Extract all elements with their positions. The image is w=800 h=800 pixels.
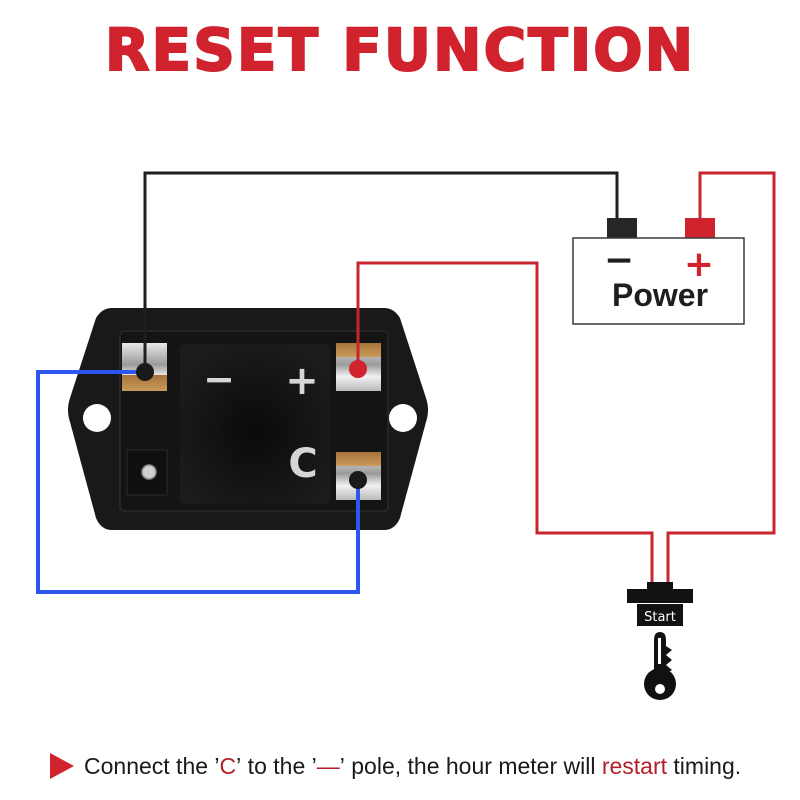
switch-start-label: Start [644, 610, 676, 625]
battery-box [572, 237, 745, 325]
caption-quote-close-1: ’ [236, 752, 242, 779]
wire-red-meter-to-switch [356, 261, 654, 590]
meter-display [180, 344, 330, 504]
caption-text-2: to the [241, 752, 312, 779]
battery-minus-label: − [604, 240, 634, 281]
caption-arrow-icon [50, 753, 74, 779]
battery-plus-label: + [684, 244, 714, 285]
wire-black-negative [143, 171, 619, 372]
key-icon [644, 632, 676, 700]
mount-hole-left [83, 404, 111, 432]
wire-blue-reset [36, 370, 360, 594]
battery-terminal-negative[interactable] [607, 218, 637, 238]
caption-text-4: timing. [667, 752, 742, 779]
caption-quote-open-1: ’ [214, 752, 220, 779]
switch-body [627, 589, 693, 603]
caption-dash-label: — [316, 752, 340, 779]
connection-dot-c [349, 471, 367, 489]
caption-text-1: Connect the [84, 752, 215, 779]
caption-quote-open-2: ’ [311, 752, 317, 779]
meter-plus-label: + [285, 358, 319, 404]
caption-quote-close-2: ’ [339, 752, 345, 779]
caption-c-label: C [219, 752, 237, 779]
wire-red-battery-to-switch [666, 171, 776, 590]
caption-restart-label: restart [601, 752, 668, 779]
caption-text-3: pole, the hour meter will [344, 752, 602, 779]
power-battery: − + Power [572, 218, 745, 325]
connection-dot-minus [136, 363, 154, 381]
start-switch[interactable]: Start [627, 582, 693, 700]
battery-terminal-positive[interactable] [685, 218, 715, 238]
hour-meter: − + C [68, 308, 428, 530]
switch-label-plate [637, 604, 683, 626]
mount-hole-right [389, 404, 417, 432]
meter-c-label: C [288, 441, 317, 487]
connection-dot-plus [349, 360, 367, 378]
screw-icon [141, 464, 157, 480]
instruction-caption: Connect the ’C’ to the ’—’ pole, the hou… [50, 748, 790, 784]
page-title: RESET FUNCTION [104, 15, 696, 85]
battery-power-label: Power [612, 277, 708, 313]
meter-minus-label: − [203, 357, 235, 401]
switch-top [647, 582, 673, 590]
